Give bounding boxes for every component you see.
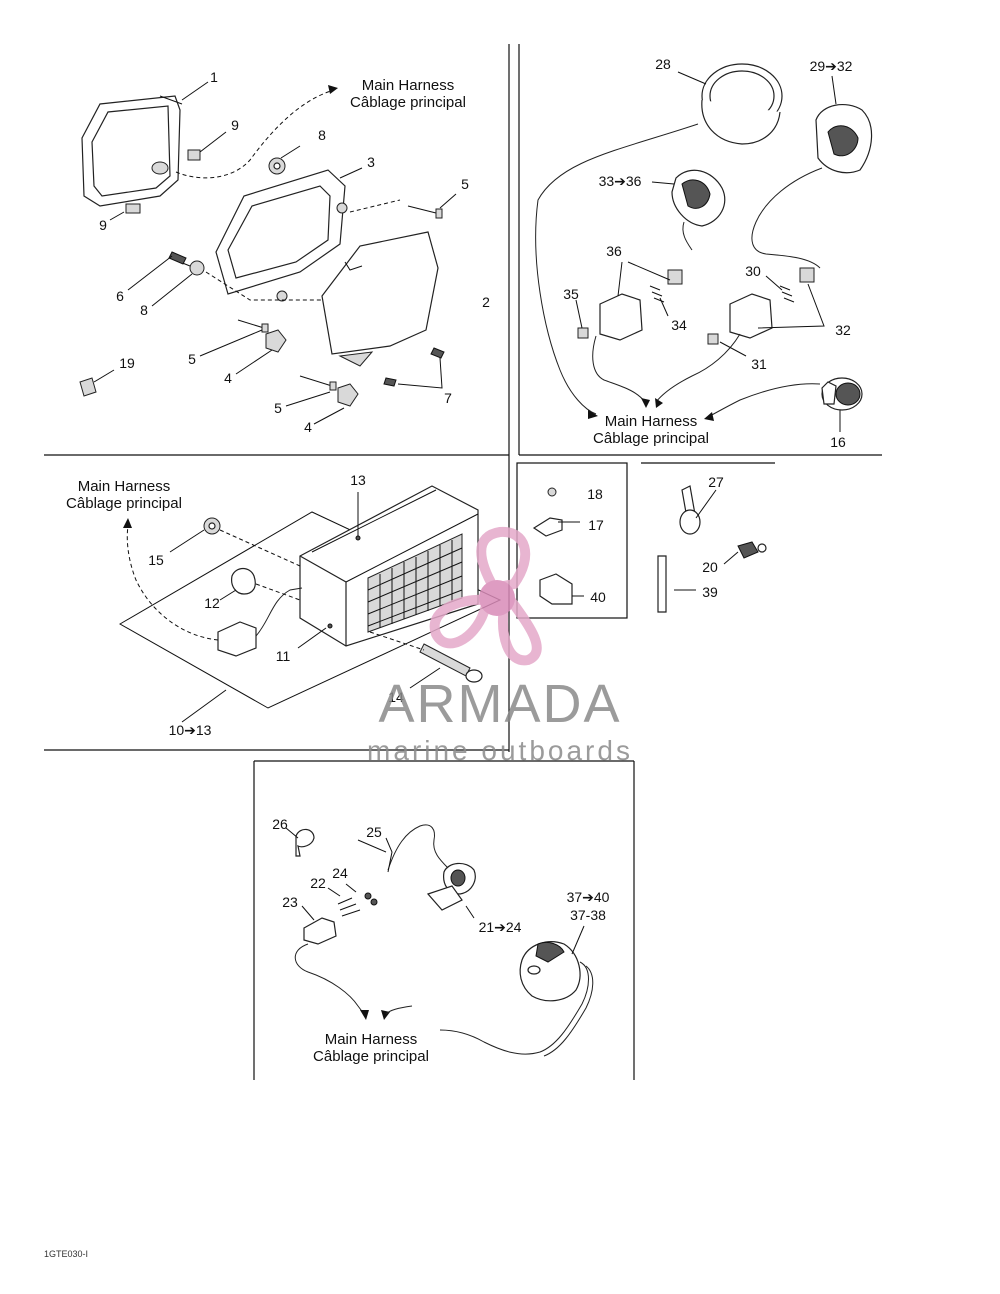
armada-watermark: ARMADA marine outboards	[367, 526, 633, 766]
callout-37-38: 37-38	[570, 907, 606, 923]
callout-9: 9	[99, 217, 107, 233]
callout-7: 7	[444, 390, 452, 406]
callout-8: 8	[318, 127, 326, 143]
callout-10-13: 10➔13	[169, 722, 212, 738]
callout-21-24: 21➔24	[479, 919, 522, 935]
harness-label-top: Main Harness Câblage principal	[350, 77, 466, 111]
callout-23: 23	[282, 894, 298, 910]
gauge-assembly	[535, 63, 873, 432]
callout-20: 20	[702, 559, 718, 575]
callout-40: 40	[590, 589, 606, 605]
callout-4: 4	[304, 419, 312, 435]
callout-27: 27	[708, 474, 724, 490]
callout-37-40: 37➔40	[567, 889, 610, 905]
harness-label-taillight: Main Harness Câblage principal	[66, 478, 182, 512]
callout-5: 5	[461, 176, 469, 192]
callout-11: 11	[276, 648, 291, 664]
harness-label-en: Main Harness	[362, 77, 455, 94]
callout-4: 4	[224, 370, 232, 386]
switch-assembly	[285, 824, 594, 1057]
harness-label-fr: Câblage principal	[66, 495, 182, 512]
callout-33-36: 33➔36	[599, 173, 642, 189]
small-parts	[532, 485, 767, 613]
harness-label-gauges: Main Harness Câblage principal	[593, 413, 709, 447]
callout-30: 30	[745, 263, 761, 279]
callout-36: 36	[606, 243, 622, 259]
callout-5: 5	[188, 351, 196, 367]
callout-29-32: 29➔32	[810, 58, 853, 74]
callout-2: 2	[482, 294, 490, 310]
callout-34: 34	[671, 317, 687, 333]
callout-5: 5	[274, 400, 282, 416]
callout-1: 1	[210, 69, 218, 85]
watermark-tagline: marine outboards	[367, 735, 633, 766]
callout-35: 35	[563, 286, 579, 302]
callout-9: 9	[231, 117, 239, 133]
callout-18: 18	[587, 486, 603, 502]
harness-label-fr: Câblage principal	[350, 94, 466, 111]
callout-numbers: 1 9 9 8 3 5 2 6 8 5 4 5 4 7 19 28 29➔32 …	[99, 56, 853, 935]
callout-6: 6	[116, 288, 124, 304]
callout-14: 14	[388, 689, 404, 705]
callout-39: 39	[702, 584, 718, 600]
drawing-code: 1GTE030-I	[44, 1249, 88, 1259]
callout-19: 19	[119, 355, 135, 371]
callout-8: 8	[140, 302, 148, 318]
callout-24: 24	[332, 865, 348, 881]
propeller-logo-icon	[429, 526, 542, 666]
harness-label-en: Main Harness	[325, 1031, 418, 1048]
headlight-assembly	[79, 81, 457, 425]
callout-28: 28	[655, 56, 671, 72]
callout-16: 16	[830, 434, 846, 450]
callout-32: 32	[835, 322, 851, 338]
watermark-brand: ARMADA	[378, 674, 621, 734]
harness-label-en: Main Harness	[605, 413, 698, 430]
callout-15: 15	[148, 552, 164, 568]
callout-26: 26	[272, 816, 288, 832]
callout-22: 22	[310, 875, 326, 891]
callout-31: 31	[751, 356, 767, 372]
taillight-assembly	[118, 485, 502, 723]
harness-label-fr: Câblage principal	[593, 430, 709, 447]
callout-13: 13	[350, 472, 366, 488]
callout-25: 25	[366, 824, 382, 840]
harness-label-switches: Main Harness Câblage principal	[313, 1031, 429, 1065]
callout-3: 3	[367, 154, 375, 170]
callout-17: 17	[588, 517, 604, 533]
callout-12: 12	[204, 595, 220, 611]
harness-label-fr: Câblage principal	[313, 1048, 429, 1065]
harness-label-en: Main Harness	[78, 478, 171, 495]
